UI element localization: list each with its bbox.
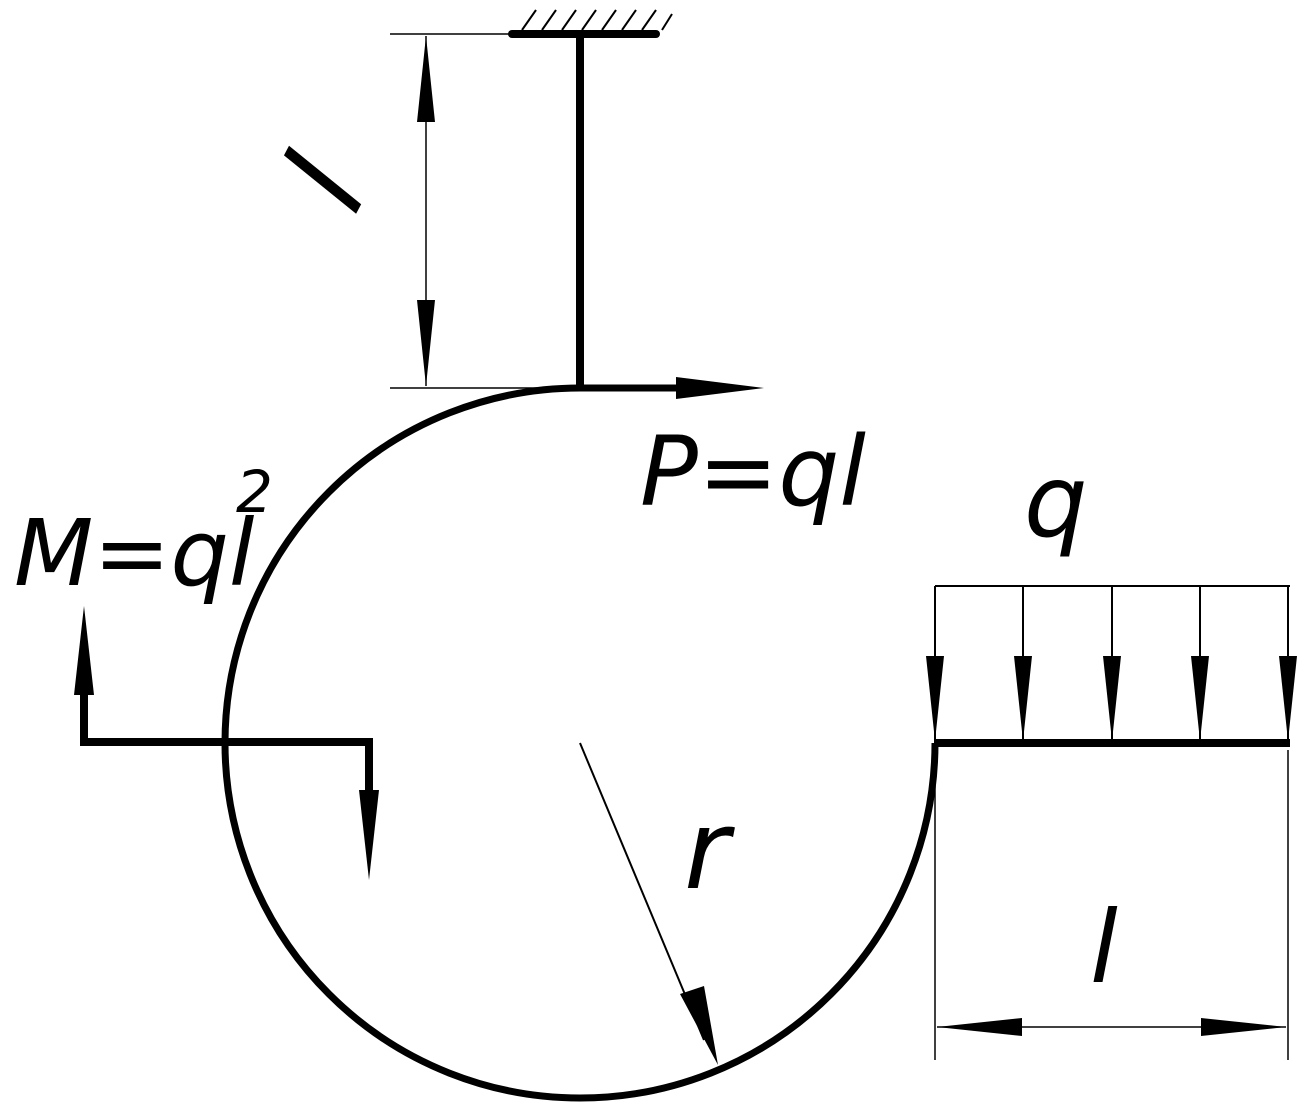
load-arrow [926,656,944,741]
moment-label: M=ql [14,500,255,607]
moment-couple [74,606,379,880]
force-label: P=ql [640,416,866,528]
horizontal-dimension [934,750,1289,1060]
load-label: q [1024,443,1087,560]
load-arrow [1279,656,1297,741]
vertical-dimension [390,33,578,389]
load-arrow [1191,656,1209,741]
dimension-arrow-left [937,1018,1022,1036]
moment-exponent: 2 [236,458,273,526]
moment-arrow-down [359,790,379,880]
dimension-arrow-down [417,300,435,386]
fixed-support [508,9,673,38]
support-length-label: l [257,136,395,231]
dimension-arrow-up [417,36,435,122]
radius-line [579,742,718,1065]
support-hatching [521,9,673,31]
force-arrow [580,377,764,399]
dimension-arrow-right [1201,1018,1286,1036]
load-length-label: l [1090,889,1118,1006]
load-arrow [1014,656,1032,741]
radius-label: r [684,786,735,914]
circular-frame [221,384,939,1102]
moment-arrow-up [74,606,94,695]
distributed-load [926,585,1297,743]
load-arrow [1103,656,1121,741]
